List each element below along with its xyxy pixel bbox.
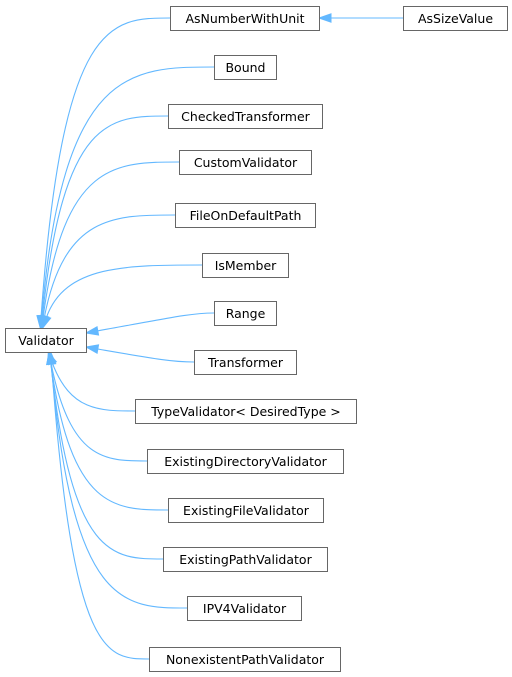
class-node-asnumberwithunit[interactable]: AsNumberWithUnit <box>170 6 320 31</box>
class-node-label: CustomValidator <box>194 155 298 170</box>
edge-ismember-to-validator <box>45 264 203 318</box>
class-node-label: Validator <box>18 333 74 348</box>
class-node-box <box>168 104 323 129</box>
arrowhead-assizevalue-to-asnumberwithunit <box>317 13 332 23</box>
arrowhead-range-to-validator <box>84 325 100 336</box>
class-node-validator[interactable]: Validator <box>5 328 87 353</box>
edge-existingdirectoryvalidator-to-validator <box>50 362 148 462</box>
class-node-label: AsSizeValue <box>418 11 493 26</box>
class-node-label: IsMember <box>215 258 277 273</box>
edge-asnumberwithunit-to-validator <box>40 17 171 318</box>
class-node-box <box>403 6 508 31</box>
class-node-label: FileOnDefaultPath <box>190 208 302 223</box>
class-node-ipv4validator[interactable]: IPV4Validator <box>187 596 302 621</box>
class-node-ismember[interactable]: IsMember <box>202 253 289 278</box>
nodes-layer: Validator AsNumberWithUnit AsSizeValueBoun… <box>5 6 508 672</box>
class-node-box <box>194 350 297 375</box>
class-node-fileondefaultpath[interactable]: FileOnDefaultPath <box>175 203 316 228</box>
class-node-transformer[interactable]: Transformer <box>194 350 297 375</box>
class-node-existingpathvalidator[interactable]: ExistingPathValidator <box>163 547 328 572</box>
class-node-typevalidator[interactable]: TypeValidator< DesiredType > <box>135 399 357 424</box>
edge-nonexistentpathvalidator-to-validator <box>50 362 150 660</box>
edges-layer <box>36 13 403 660</box>
edge-typevalidator-to-validator <box>51 362 136 412</box>
class-node-box <box>214 301 277 326</box>
class-node-box <box>168 498 324 523</box>
class-node-box <box>179 150 312 175</box>
class-node-label: AsNumberWithUnit <box>185 11 304 26</box>
class-node-range[interactable]: Range <box>214 301 277 326</box>
class-node-label: CheckedTransformer <box>181 109 310 124</box>
edge-existingfilevalidator-to-validator <box>50 362 169 511</box>
class-node-box <box>149 647 341 672</box>
edge-ipv4validator-to-validator <box>50 362 188 609</box>
edge-existingpathvalidator-to-validator <box>50 362 164 560</box>
arrowhead-ismember-to-validator <box>42 314 52 330</box>
edge-customvalidator-to-validator <box>42 161 180 318</box>
class-node-label: IPV4Validator <box>203 601 287 616</box>
class-node-label: Bound <box>225 60 265 75</box>
class-node-customvalidator[interactable]: CustomValidator <box>179 150 312 175</box>
class-node-box <box>5 328 87 353</box>
class-node-box <box>202 253 289 278</box>
class-node-label: TypeValidator< DesiredType > <box>150 404 341 419</box>
class-node-box <box>147 449 344 474</box>
class-node-assizevalue[interactable]: AsSizeValue <box>403 6 508 31</box>
class-node-box <box>135 399 357 424</box>
class-node-label: NonexistentPathValidator <box>166 652 325 667</box>
edge-checkedtransformer-to-validator <box>41 115 169 318</box>
class-node-existingfilevalidator[interactable]: ExistingFileValidator <box>168 498 324 523</box>
class-node-nonexistentpathvalidator[interactable]: NonexistentPathValidator <box>149 647 341 672</box>
class-node-existingdirectoryvalidator[interactable]: ExistingDirectoryValidator <box>147 449 344 474</box>
edge-range-to-validator <box>96 312 215 332</box>
class-node-label: Range <box>226 306 266 321</box>
edge-fileondefaultpath-to-validator <box>43 214 176 318</box>
class-node-bound[interactable]: Bound <box>214 55 277 80</box>
arrowhead-nonexistentpathvalidator-to-validator <box>46 350 57 365</box>
edge-transformer-to-validator <box>96 348 195 363</box>
class-node-label: ExistingDirectoryValidator <box>164 454 327 469</box>
class-node-box <box>175 203 316 228</box>
class-node-box <box>170 6 320 31</box>
class-node-box <box>214 55 277 80</box>
arrowhead-transformer-to-validator <box>84 344 100 354</box>
class-node-checkedtransformer[interactable]: CheckedTransformer <box>168 104 323 129</box>
class-node-box <box>187 596 302 621</box>
class-node-box <box>163 547 328 572</box>
class-node-label: ExistingPathValidator <box>179 552 312 567</box>
class-node-label: ExistingFileValidator <box>183 503 310 518</box>
edge-bound-to-validator <box>41 66 215 318</box>
class-node-label: Transformer <box>207 355 284 370</box>
